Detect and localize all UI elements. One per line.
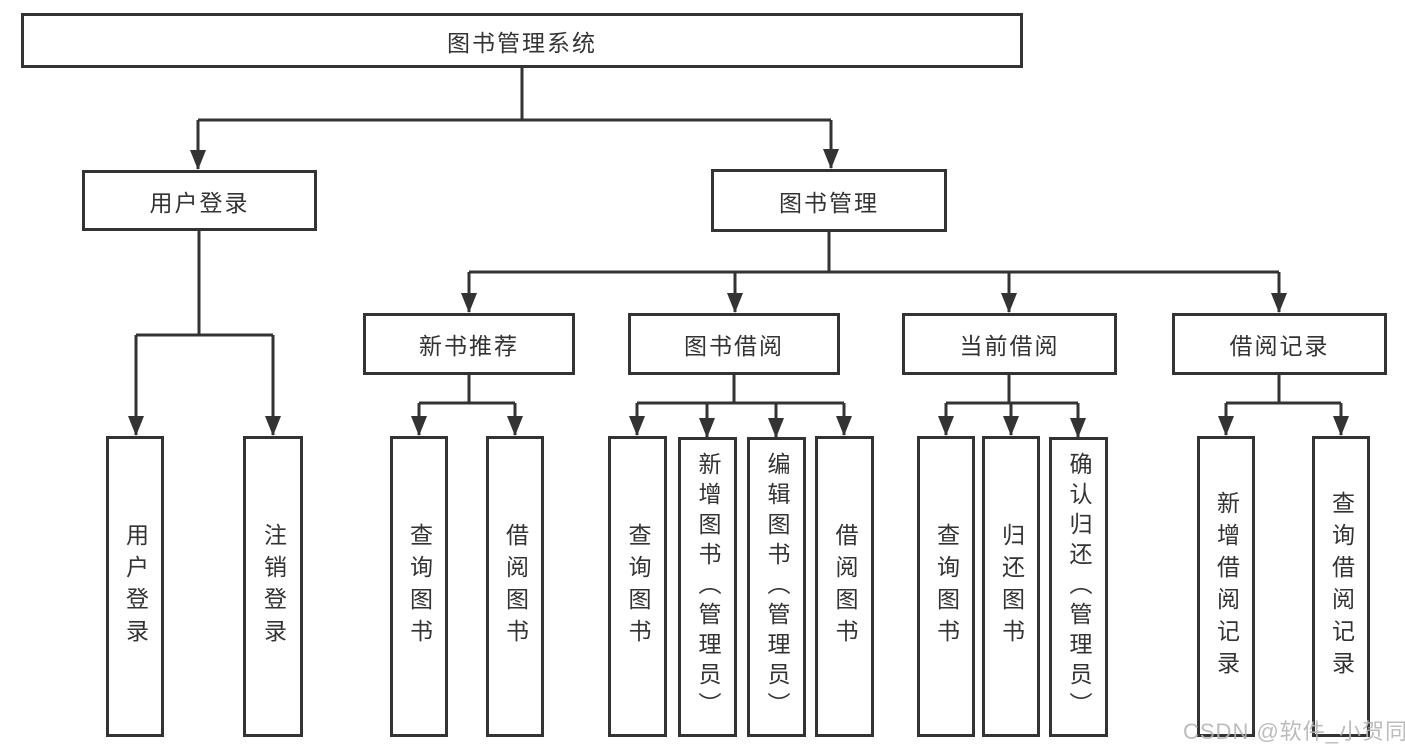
node-current-borrowing: 当前借阅 [902,313,1117,375]
csdn-watermark: CSDN @软件_小贺同学 [1183,719,1405,744]
node-label: 图书管理系统 [447,29,597,56]
connector-new-book-rec-branch [411,373,523,436]
node-cb-confirm-return-admin: 确认归还（管理员） [1049,437,1108,737]
node-label: 新增借阅记录 [1213,490,1240,683]
connector-root-branch [190,66,839,170]
node-label: 编辑图书（管理员） [764,452,790,722]
node-label: 查询图书 [406,522,433,651]
node-label: 借阅图书 [832,522,858,651]
node-label: 查询图书 [625,522,651,651]
node-cb-return-books: 归还图书 [982,436,1040,737]
node-label: 归还图书 [998,522,1025,651]
connector-current-borrow-branch [938,373,1086,438]
node-br-add-record: 新增借阅记录 [1197,436,1255,737]
node-label: 确认归还（管理员） [1066,452,1092,722]
connector-book-mgmt-branch [461,230,1287,313]
node-label: 新增图书（管理员） [695,452,721,722]
node-user-login-action: 用户登录 [106,436,164,737]
node-bb-add-books-admin: 新增图书（管理员） [678,437,737,737]
connector-book-borrow-branch [629,373,852,438]
node-book-borrowing: 图书借阅 [628,313,840,375]
node-borrowing-records: 借阅记录 [1172,313,1387,375]
node-label: 新书推荐 [419,333,519,359]
node-label: 借阅图书 [502,522,529,651]
node-label: 查询图书 [933,522,960,651]
node-label: 当前借阅 [959,333,1060,359]
node-cb-query-books: 查询图书 [917,436,975,737]
node-label: 用户登录 [122,522,149,651]
node-label: 注销登录 [260,522,287,651]
node-bb-borrow-books: 借阅图书 [815,436,874,737]
node-label: 用户登录 [149,189,250,216]
connector-borrow-records-branch [1218,373,1349,436]
node-label: 查询借阅记录 [1328,490,1355,683]
node-bb-query-books: 查询图书 [608,436,667,737]
node-rec-query-books: 查询图书 [390,436,448,737]
node-label: 图书管理 [779,189,879,216]
node-new-book-recommend: 新书推荐 [363,313,575,375]
node-br-query-record: 查询借阅记录 [1312,436,1370,737]
node-library-management-system: 图书管理系统 [21,13,1023,68]
node-rec-borrow-books: 借阅图书 [486,436,544,737]
node-label: 图书借阅 [684,333,784,359]
node-label: 借阅记录 [1229,333,1330,359]
node-bb-edit-books-admin: 编辑图书（管理员） [747,437,806,737]
connector-user-login-branch [128,229,281,436]
node-book-management: 图书管理 [711,169,947,232]
node-user-login: 用户登录 [82,170,317,231]
node-logout-action: 注销登录 [243,436,303,737]
